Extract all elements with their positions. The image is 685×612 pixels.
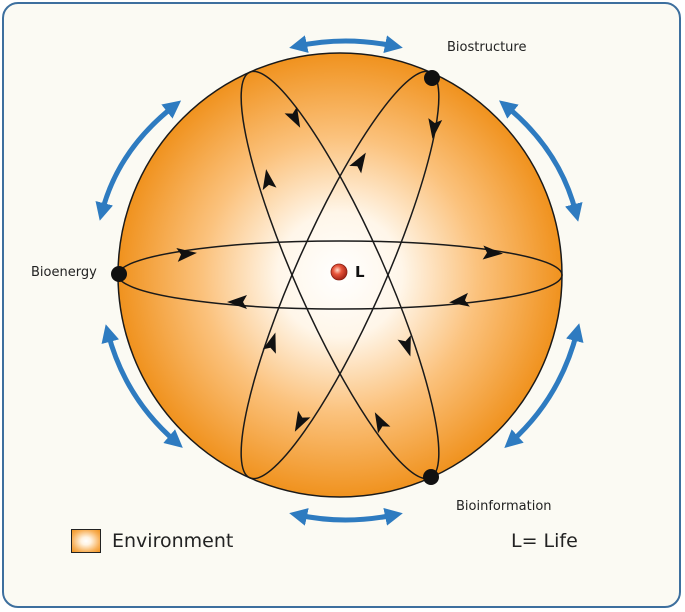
curved-double-arrow-icon	[504, 323, 584, 449]
arrowhead-icon	[294, 410, 311, 432]
curved-double-arrow-icon	[289, 507, 403, 526]
legend-environment-swatch	[71, 529, 101, 553]
arrowhead-icon	[449, 292, 470, 307]
arrowhead-icon	[397, 335, 411, 357]
curved-double-arrow-icon	[289, 35, 403, 54]
node-biostructure-dot	[424, 70, 440, 86]
curved-double-arrow-icon	[101, 324, 183, 448]
curved-double-arrow-icon	[95, 100, 182, 221]
life-center-label: L	[355, 263, 365, 281]
arrowhead-icon	[176, 247, 197, 262]
legend-life-label: L= Life	[511, 530, 578, 552]
life-center-dot	[330, 263, 348, 281]
node-bioenergy-dot	[111, 266, 127, 282]
node-bioinformation-label: Bioinformation	[456, 499, 552, 514]
arrowhead-icon	[374, 412, 391, 434]
arrowhead-icon	[284, 106, 301, 128]
arrowhead-icon	[262, 169, 277, 191]
arrowhead-icon	[428, 118, 443, 139]
arrowhead-icon	[262, 332, 276, 354]
node-bioinformation-dot	[423, 469, 439, 485]
node-bioenergy-label: Bioenergy	[31, 265, 97, 280]
orbit-arrowheads	[176, 106, 503, 434]
node-biostructure-label: Biostructure	[447, 40, 527, 55]
arrowhead-icon	[349, 152, 366, 174]
arrowhead-icon	[227, 295, 247, 309]
legend-environment-label: Environment	[112, 530, 234, 552]
curved-double-arrow-icon	[499, 100, 583, 222]
arrowhead-icon	[482, 245, 503, 260]
